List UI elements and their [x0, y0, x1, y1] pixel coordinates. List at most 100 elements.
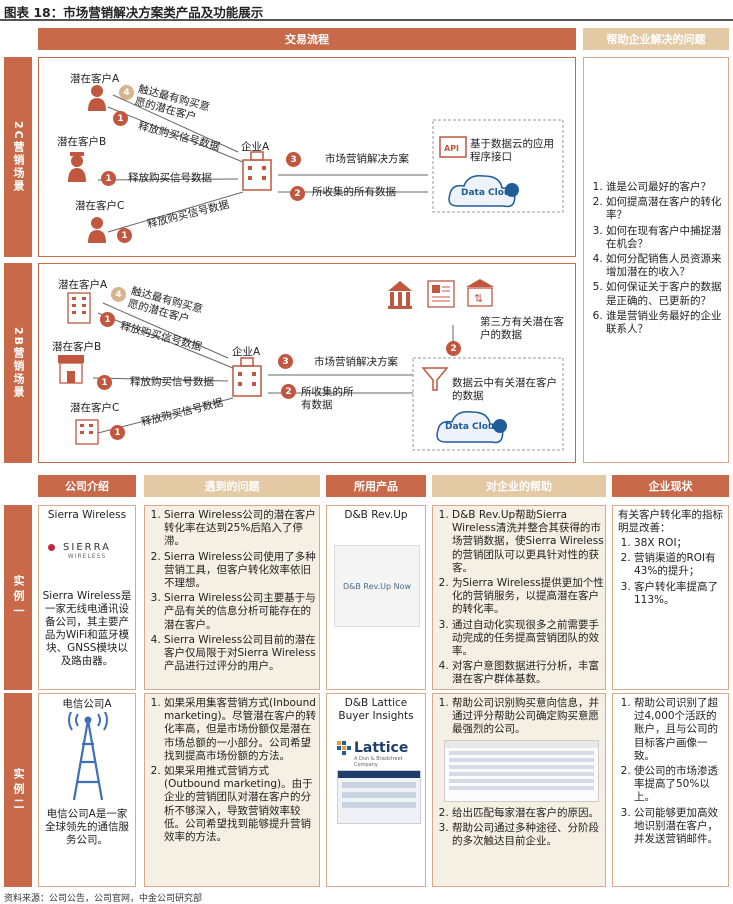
sidebar-2b: 2B营销场景: [4, 263, 32, 463]
header-help: 对企业的帮助: [432, 475, 606, 497]
issue-item: Sierra Wireless公司使用了多种营销工具，但客户转化效率依旧不理想。: [164, 551, 318, 591]
status-item: 客户转化率提高了113%。: [634, 581, 726, 607]
step-3-badge: 3: [286, 152, 301, 167]
case1-company-name: Sierra Wireless: [47, 509, 127, 521]
screenshot-bar: [445, 741, 598, 748]
revup-screenshot: D&B Rev.Up Now: [334, 545, 420, 627]
panel-2c-graphics: API: [68, 85, 564, 243]
lattice-screenshot: [337, 770, 421, 824]
c2c-customer-c: 潜在客户C: [75, 200, 125, 212]
sierra-logo-sub: WIRELESS: [67, 553, 107, 560]
case2-company-name: 电信公司A: [62, 698, 112, 710]
sidebar-case2: 实例二: [4, 693, 32, 887]
b2b-collected: 所收集的所有数据: [301, 386, 354, 411]
b2b-customer-a: 潜在客户A: [58, 279, 108, 291]
b2b-third-party: 第三方有关潜在客户的数据: [480, 316, 564, 341]
problems-list: 谁是公司最好的客户？ 如何提高潜在客户的转化率？ 如何在现有客户中捕捉潜在机会？…: [590, 181, 726, 338]
funnel-icon: [421, 367, 449, 391]
c2c-company: 企业A: [241, 141, 270, 153]
problem-item: 如何在现有客户中捕捉潜在机会？: [606, 225, 726, 251]
lattice-mark-icon: [337, 741, 351, 755]
sidebar-case2-label: 实例二: [12, 767, 25, 813]
panel-2b: [38, 263, 576, 463]
screenshot-row: [449, 779, 594, 783]
person-icon: [88, 217, 106, 243]
case2-help-list-a: 帮助公司识别购买意向信息，并通过评分帮助公司确定购买意愿最强烈的公司。: [436, 697, 604, 739]
case1-status-list: 38X ROI； 营销渠道的ROI有43%的提升； 客户转化率提高了113%。: [618, 537, 726, 609]
c2c-api-label: 基于数据云的应用程序接口: [470, 138, 554, 163]
header-flow: 交易流程: [38, 28, 576, 50]
b2b-company: 企业A: [232, 346, 261, 358]
help-item: 帮助公司识别购买意向信息，并通过评分帮助公司确定购买意愿最强烈的公司。: [452, 697, 604, 737]
b2b-data-cloud: Data Cloud: [445, 422, 501, 432]
step-1-badge: 1: [100, 312, 115, 327]
b2b-customer-c: 潜在客户C: [70, 402, 120, 414]
sierra-logo-dot: [48, 544, 55, 551]
case1-intro: Sierra Wireless是一家无线电通讯设备公司，其主要产品为WiFi和蓝…: [42, 590, 132, 667]
panel-2b-graphics: ⇅: [58, 279, 564, 451]
case1-intro-cell: [38, 505, 136, 690]
case2-help-list-b: 给出匹配每家潜在客户的原因。 帮助公司通过多种途径、分阶段的多次触达目前企业。: [436, 807, 604, 851]
case2-issues-list: 如果采用集客营销方式(Inbound marketing)。尽管潜在客户的转化率…: [148, 697, 318, 846]
lattice-logo: Lattice A Dun & Bradstreet Company: [337, 740, 423, 768]
c2c-customer-b: 潜在客户B: [57, 136, 107, 148]
case2-product: D&B Lattice Buyer Insights: [338, 697, 414, 722]
case2-issues-cell: [144, 693, 320, 887]
case2-intro: 电信公司A是一家全球领先的通信服务公司。: [45, 808, 129, 846]
screenshot-row: [342, 792, 416, 798]
case1-product-cell: [326, 505, 426, 690]
sidebar-2b-label: 2B营销场景: [12, 326, 25, 400]
help-item: 为Sierra Wireless提供更加个性化的营销服务，以提高潜在客户的转化率…: [452, 577, 604, 617]
step-1-badge: 1: [113, 111, 128, 126]
exchange-icon: ⇅: [466, 279, 494, 307]
store-icon: [58, 355, 84, 384]
sidebar-2c-label: 2C营销场景: [12, 121, 25, 193]
building-icon: [232, 357, 262, 397]
page-title: 图表 18：市场营销解决方案类产品及功能展示: [4, 5, 264, 20]
revup-screen-text: D&B Rev.Up Now: [342, 581, 412, 591]
b2b-customer-b: 潜在客户B: [52, 341, 102, 353]
case1-issues-cell: [144, 505, 320, 690]
help-item: 帮助公司通过多种途径、分阶段的多次触达目前企业。: [452, 822, 604, 848]
svg-text:⇅: ⇅: [474, 292, 483, 305]
c2c-release-b: 释放购买信号数据: [128, 172, 212, 184]
source-note: 资料来源：公司公告，公司官网，中金公司研究部: [4, 894, 203, 904]
step-2-badge: 2: [290, 186, 305, 201]
header-product: 所用产品: [326, 475, 426, 497]
sierra-logo-main: SIERRA: [63, 542, 111, 553]
step-4-badge: 4: [119, 85, 134, 100]
c2c-solution: 市场营销解决方案: [325, 153, 409, 165]
case1-help-list: D&B Rev.Up帮助Sierra Wireless清洗并整合其获得的市场营销…: [436, 509, 604, 689]
header-issues: 遇到的问题: [144, 475, 320, 497]
problem-item: 如何分配销售人员资源来增加潜在的收入？: [606, 253, 726, 279]
screenshot-bar: [338, 771, 420, 778]
step-4-badge: 4: [111, 287, 126, 302]
issue-item: Sierra Wireless公司目前的潜在客户仅局限于对Sierra Wire…: [164, 634, 318, 674]
screenshot-row: [449, 765, 594, 769]
case1-status-cell: [612, 505, 729, 690]
issue-item: Sierra Wireless公司主要基于与产品有关的信息分析可能存在的潜在客户…: [164, 592, 318, 632]
c2c-data-cloud: Data Cloud: [461, 188, 517, 198]
api-icon: API: [439, 136, 467, 158]
help-item: 给出匹配每家潜在客户的原因。: [452, 807, 604, 820]
help-item: 对客户意图数据进行分析，丰富潜在客户群体基数。: [452, 660, 604, 686]
status-item: 营销渠道的ROI有43%的提升；: [634, 552, 726, 578]
panel-2c: [38, 57, 576, 257]
office-building-icon: [67, 292, 91, 324]
case1-product: D&B Rev.Up: [344, 509, 408, 521]
screenshot-row: [449, 772, 594, 776]
help-item: D&B Rev.Up帮助Sierra Wireless清洗并整合其获得的市场营销…: [452, 509, 604, 575]
status-item: 38X ROI；: [634, 537, 726, 550]
person-icon: [68, 152, 86, 182]
sierra-logo: SIERRA WIRELESS: [48, 542, 122, 560]
problem-item: 如何保证关于客户的数据是正确的、已更新的？: [606, 281, 726, 307]
lattice-logo-sub: A Dun & Bradstreet Company: [354, 756, 403, 768]
help-item: 通过自动化实现很多之前需要手动完成的任务提高营销团队的效率。: [452, 619, 604, 659]
case2-intro-cell: [38, 693, 136, 887]
step-1-badge: 1: [97, 375, 112, 390]
step-1-badge: 1: [117, 228, 132, 243]
issue-item: Sierra Wireless公司的潜在客户转化率在达到25%后陷入了停滞。: [164, 509, 318, 549]
step-3-badge: 3: [278, 354, 293, 369]
header-problems: 帮助企业解决的问题: [583, 28, 729, 50]
issue-item: 如果采用推式营销方式(Outbound marketing)。由于企业的营销团队…: [164, 765, 318, 844]
